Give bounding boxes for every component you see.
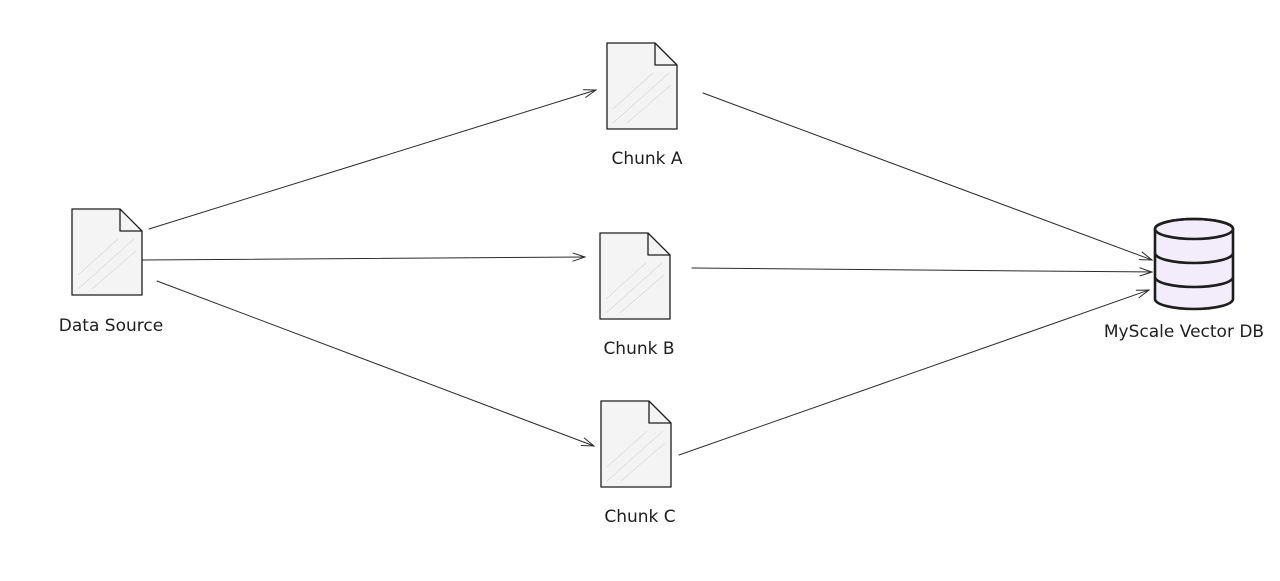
document-icon: [71, 208, 143, 296]
vector-db-node: MyScale Vector DB: [1104, 217, 1264, 342]
arrow-chunk-c-to-db: [678, 290, 1149, 456]
chunk-c-label: Chunk C: [604, 507, 675, 527]
arrow-source-to-chunk-b: [140, 257, 585, 260]
arrow-source-to-chunk-c: [156, 280, 594, 446]
document-icon: [606, 42, 678, 130]
chunk-b-node: Chunk B: [599, 232, 675, 359]
database-icon: [1153, 217, 1235, 311]
chunk-c-node: Chunk C: [600, 400, 676, 527]
document-icon: [599, 232, 671, 320]
chunk-b-label: Chunk B: [603, 339, 674, 359]
arrow-chunk-b-to-db: [691, 268, 1152, 272]
data-source-node: Data Source: [59, 208, 163, 336]
chunk-a-label: Chunk A: [611, 149, 682, 169]
vector-db-label: MyScale Vector DB: [1104, 322, 1264, 342]
document-icon: [600, 400, 672, 488]
arrow-chunk-a-to-db: [702, 92, 1152, 260]
chunk-a-node: Chunk A: [606, 42, 683, 169]
data-source-label: Data Source: [59, 316, 163, 336]
arrow-source-to-chunk-a: [148, 90, 596, 230]
